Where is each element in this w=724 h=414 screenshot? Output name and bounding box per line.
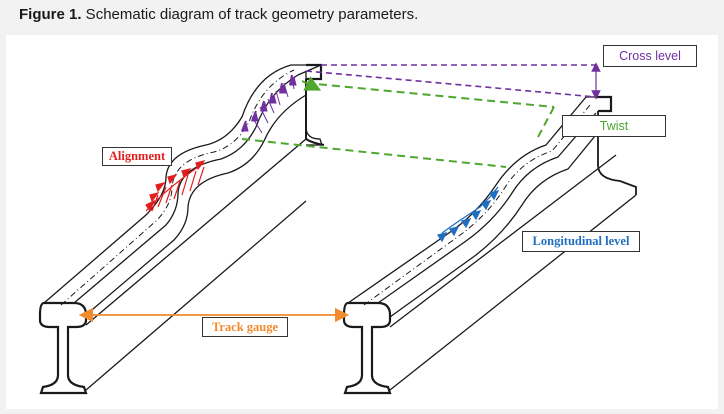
cross-level-label: Cross level [603, 45, 697, 67]
figure-title: Schematic diagram of track geometry para… [81, 6, 419, 23]
twist-indicator [241, 82, 555, 168]
figure-number: Figure 1. [19, 6, 82, 23]
left-rail-profile [38, 301, 88, 395]
cross-level-text: Cross level [619, 49, 681, 63]
twist-text: Twist [599, 119, 629, 133]
longitudinal-level-text: Longitudinal level [532, 234, 630, 248]
track-diagram [38, 62, 637, 395]
alignment-text: Alignment [108, 149, 166, 163]
diagram-canvas: Cross level Twist Alignment Longitudinal… [6, 35, 718, 409]
right-rail [342, 95, 637, 395]
track-gauge-text: Track gauge [211, 320, 279, 334]
alignment-indicator [145, 160, 206, 213]
right-rail-profile [342, 301, 392, 395]
left-rail [38, 63, 325, 395]
longitudinal-level-indicator [436, 186, 500, 243]
twist-label: Twist [562, 115, 666, 137]
alignment-label: Alignment [102, 147, 172, 166]
figure-caption: Figure 1. Schematic diagram of track geo… [19, 6, 418, 23]
longitudinal-level-label: Longitudinal level [522, 231, 640, 252]
cross-level-indicator [241, 62, 601, 134]
track-gauge-label: Track gauge [202, 317, 288, 337]
